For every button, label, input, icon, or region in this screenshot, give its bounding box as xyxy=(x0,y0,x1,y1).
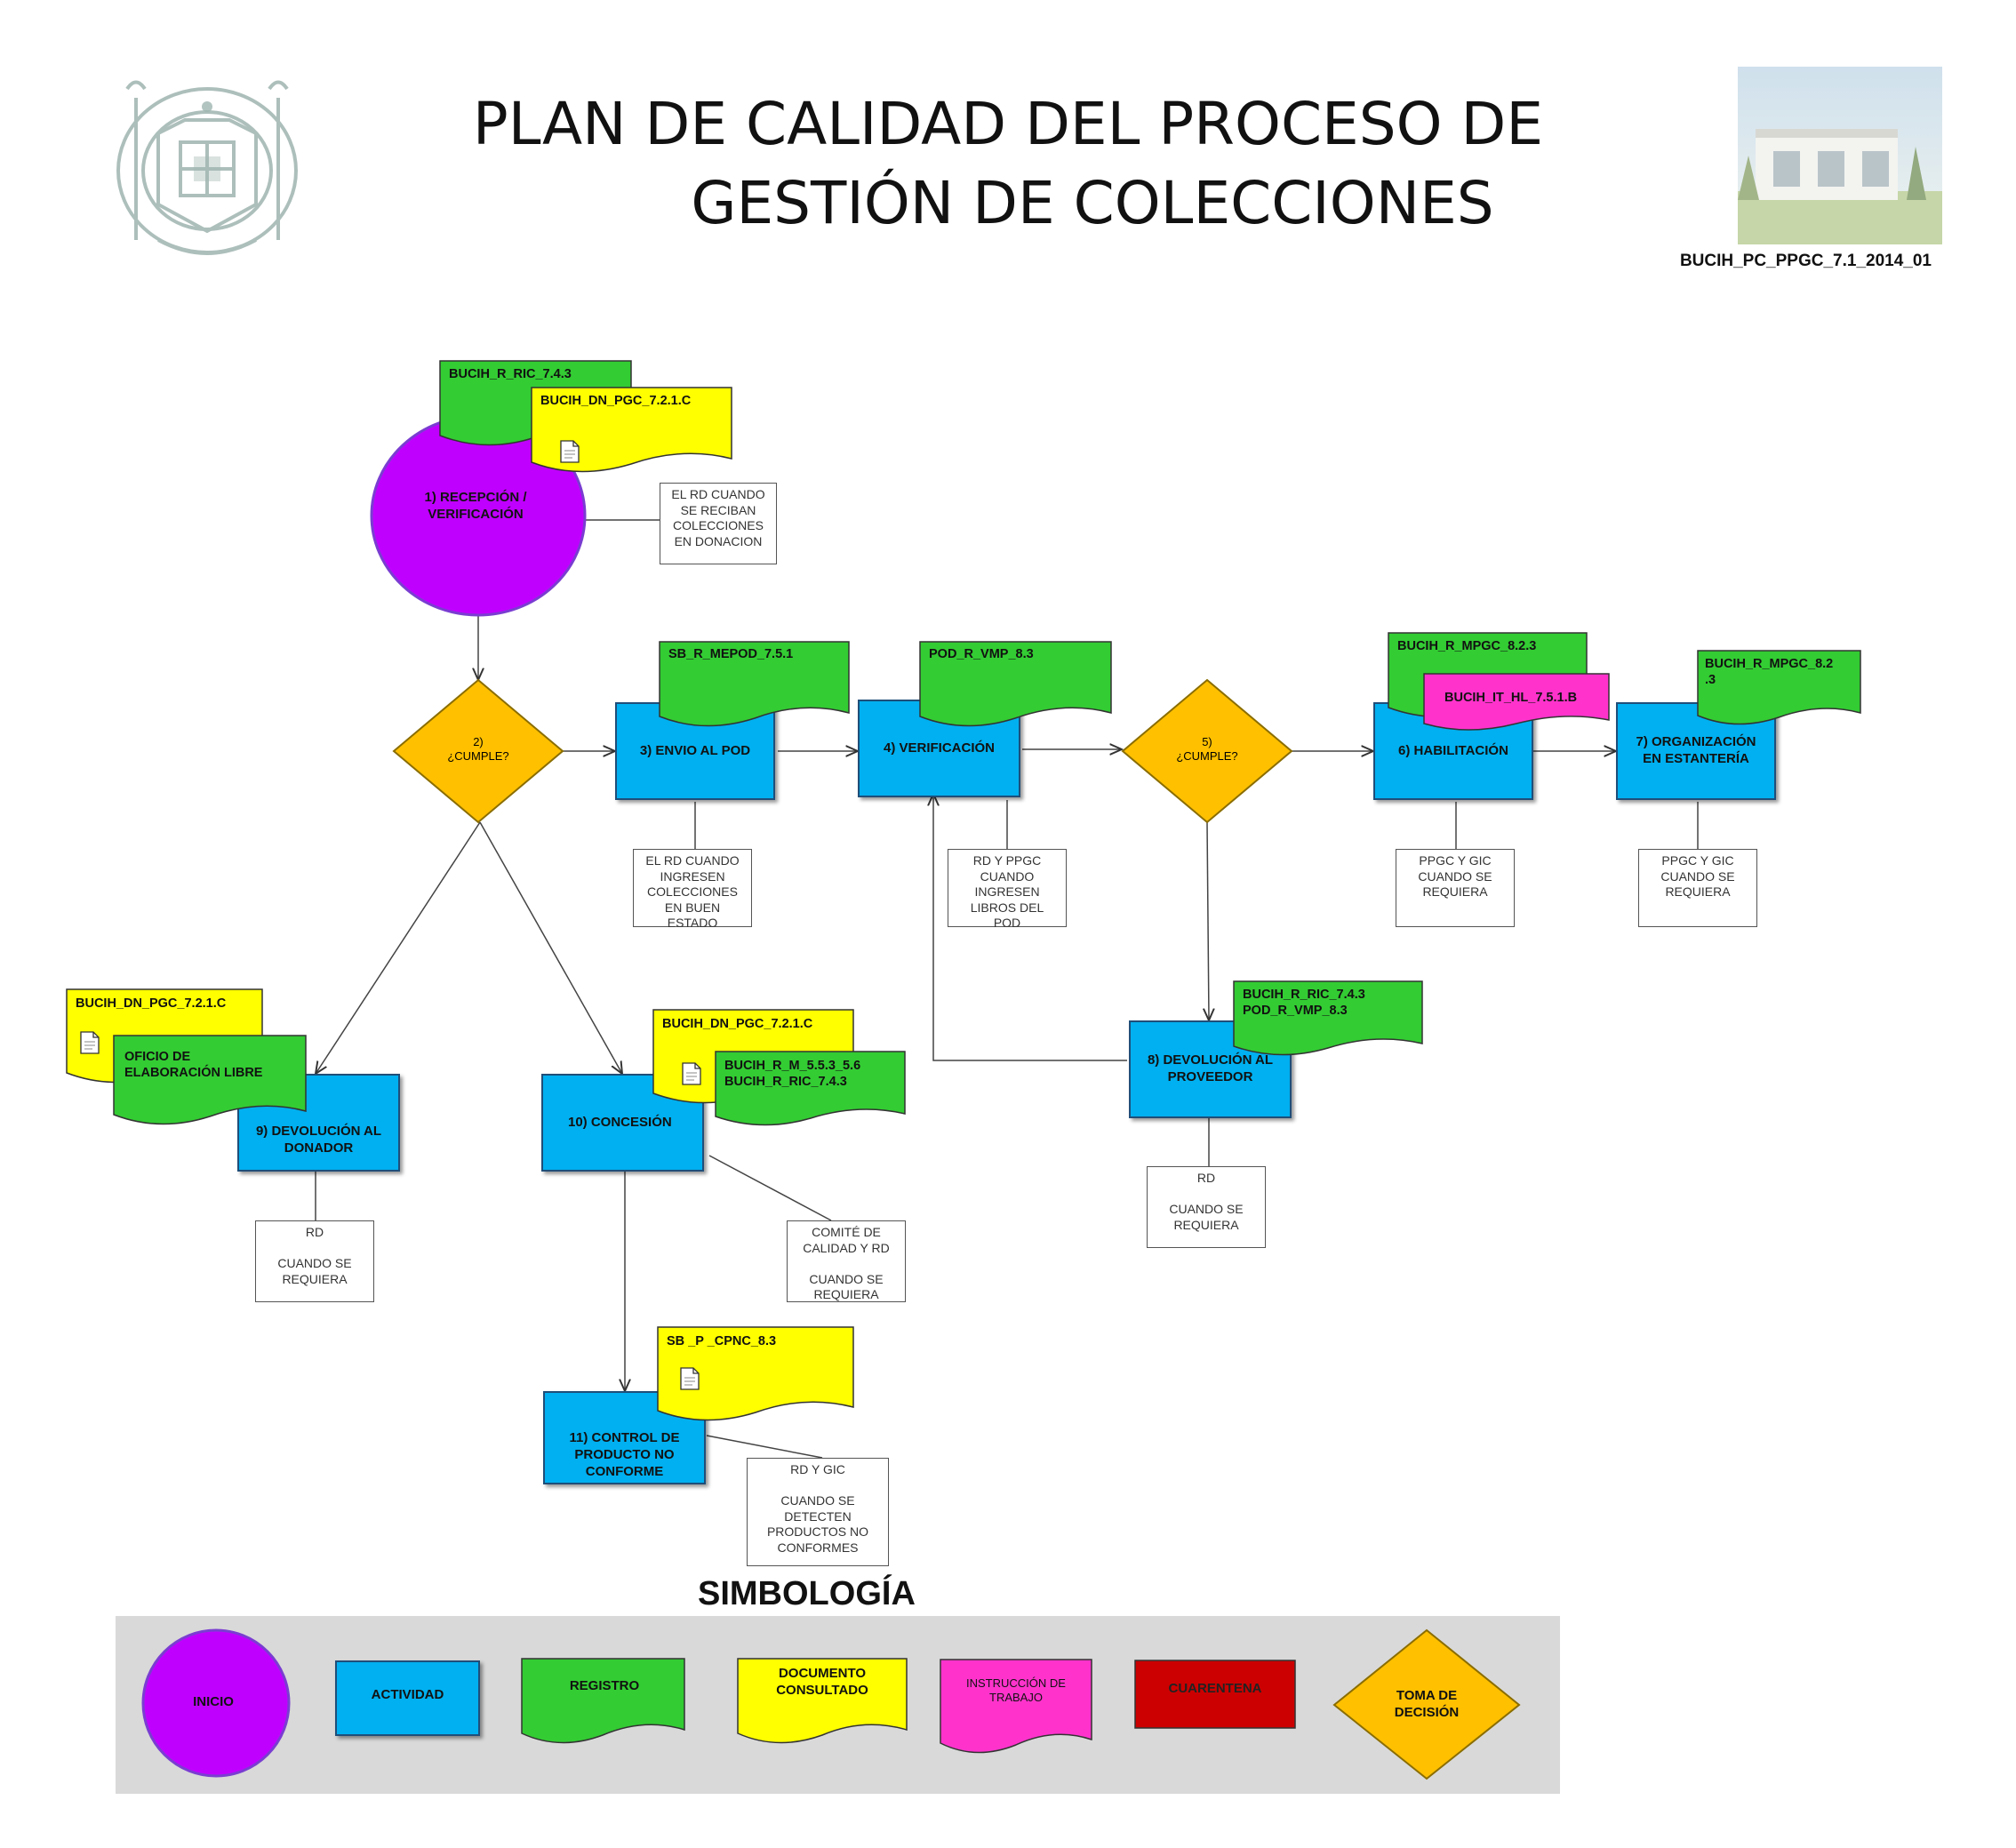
note-7: PPGC Y GIC CUANDO SE REQUIERA xyxy=(1638,849,1757,927)
legend-cuarentena-label: CUARENTENA xyxy=(1168,1680,1262,1696)
node-8-activity[interactable]: 8) DEVOLUCIÓN AL PROVEEDOR xyxy=(1129,1020,1292,1118)
node-8-label: 8) DEVOLUCIÓN AL PROVEEDOR xyxy=(1147,1052,1274,1084)
note-8: RD CUANDO SE REQUIERA xyxy=(1147,1166,1266,1248)
title-line-1: PLAN DE CALIDAD DEL PROCESO DE xyxy=(472,90,1544,158)
tag-6a-label: BUCIH_R_MPGC_8.2.3 xyxy=(1397,639,1537,653)
page-title: PLAN DE CALIDAD DEL PROCESO DE GESTIÓN D… xyxy=(0,84,2016,243)
node-10-label: 10) CONCESIÓN xyxy=(568,1114,672,1130)
tag-1b-label: BUCIH_DN_PGC_7.2.1.C xyxy=(540,394,692,408)
legend-decision-shape xyxy=(1332,1628,1521,1780)
tag-6b-label: BUCIH_IT_HL_7.5.1.B xyxy=(1444,691,1578,705)
tag-10a-label: BUCIH_DN_PGC_7.2.1.C xyxy=(662,1017,813,1031)
legend-decision-label: TOMA DE DECISIÓN xyxy=(1394,1688,1460,1720)
tag-9b-label: OFICIO DE ELABORACIÓN LIBRE xyxy=(124,1050,263,1081)
node-11-activity[interactable]: 11) CONTROL DE PRODUCTO NO CONFORME xyxy=(543,1391,706,1484)
legend-title: SIMBOLOGÍA xyxy=(698,1575,916,1612)
legend-actividad: ACTIVIDAD xyxy=(335,1660,480,1736)
node-7-activity[interactable]: 7) ORGANIZACIÓN EN ESTANTERÍA xyxy=(1616,702,1776,800)
node-4-label: 4) VERIFICACIÓN xyxy=(883,740,995,756)
node-5-label: 5) ¿CUMPLE? xyxy=(1176,734,1238,763)
legend-instruccion-shape xyxy=(940,1659,1092,1754)
node-4-activity[interactable]: 4) VERIFICACIÓN xyxy=(858,700,1020,797)
node-5-decision-shape xyxy=(1121,678,1293,824)
document-icon xyxy=(560,440,580,463)
node-3-activity[interactable]: 3) ENVIO AL POD xyxy=(615,702,775,800)
node-6-label: 6) HABILITACIÓN xyxy=(1398,742,1508,758)
tag-4-label: POD_R_VMP_8.3 xyxy=(929,647,1034,661)
node-9-activity[interactable]: 9) DEVOLUCIÓN AL DONADOR xyxy=(237,1074,400,1172)
tag-11-label: SB _P _CPNC_8.3 xyxy=(667,1334,777,1348)
legend-actividad-label: ACTIVIDAD xyxy=(371,1687,444,1702)
note-6: PPGC Y GIC CUANDO SE REQUIERA xyxy=(1396,849,1515,927)
note-3: EL RD CUANDO INGRESEN COLECCIONES EN BUE… xyxy=(633,849,752,930)
legend-inicio-shape xyxy=(141,1628,291,1778)
node-1-label: 1) RECEPCIÓN / VERIFICACIÓN xyxy=(424,490,527,522)
node-7-label: 7) ORGANIZACIÓN EN ESTANTERÍA xyxy=(1636,734,1756,766)
node-9-label: 9) DEVOLUCIÓN AL DONADOR xyxy=(255,1124,382,1156)
legend-instruccion-label: INSTRUCCIÓN DE TRABAJO xyxy=(966,1676,1066,1704)
node-10-activity[interactable]: 10) CONCESIÓN xyxy=(541,1074,704,1172)
legend-documento-label: DOCUMENTO CONSULTADO xyxy=(776,1666,868,1698)
document-icon xyxy=(680,1367,700,1390)
node-6-activity[interactable]: 6) HABILITACIÓN xyxy=(1373,702,1533,800)
node-2-decision-shape xyxy=(392,678,564,824)
tag-10b-label: BUCIH_R_M_5.5.3_5.6 BUCIH_R_RIC_7.4.3 xyxy=(724,1059,861,1090)
tag-3-label: SB_R_MEPOD_7.5.1 xyxy=(668,647,794,661)
tag-8-label: BUCIH_R_RIC_7.4.3 POD_R_VMP_8.3 xyxy=(1243,988,1365,1019)
node-2-label: 2) ¿CUMPLE? xyxy=(447,734,509,763)
document-icon xyxy=(682,1062,701,1085)
tag-1a-label: BUCIH_R_RIC_7.4.3 xyxy=(449,367,572,381)
note-10: COMITÉ DE CALIDAD Y RD CUANDO SE REQUIER… xyxy=(787,1220,906,1302)
document-icon xyxy=(80,1031,100,1054)
tag-9a-label: BUCIH_DN_PGC_7.2.1.C xyxy=(76,996,227,1011)
node-3-label: 3) ENVIO AL POD xyxy=(639,742,751,758)
library-building-photo xyxy=(1738,67,1942,244)
university-seal-logo xyxy=(116,80,298,255)
node-11-label: 11) CONTROL DE PRODUCTO NO CONFORME xyxy=(569,1430,680,1479)
note-1: EL RD CUANDO SE RECIBAN COLECCIONES EN D… xyxy=(660,483,777,564)
title-line-2: GESTIÓN DE COLECCIONES xyxy=(691,169,1494,238)
note-11: RD Y GIC CUANDO SE DETECTEN PRODUCTOS NO… xyxy=(747,1458,889,1566)
legend-registro-label: REGISTRO xyxy=(569,1677,640,1693)
document-code: BUCIH_PC_PPGC_7.1_2014_01 xyxy=(1679,252,1932,270)
legend-inicio-label: INICIO xyxy=(193,1693,234,1709)
note-4: RD Y PPGC CUANDO INGRESEN LIBROS DEL POD xyxy=(948,849,1067,930)
note-9: RD CUANDO SE REQUIERA xyxy=(255,1220,374,1302)
tag-7-label: BUCIH_R_MPGC_8.2 .3 xyxy=(1705,657,1834,688)
